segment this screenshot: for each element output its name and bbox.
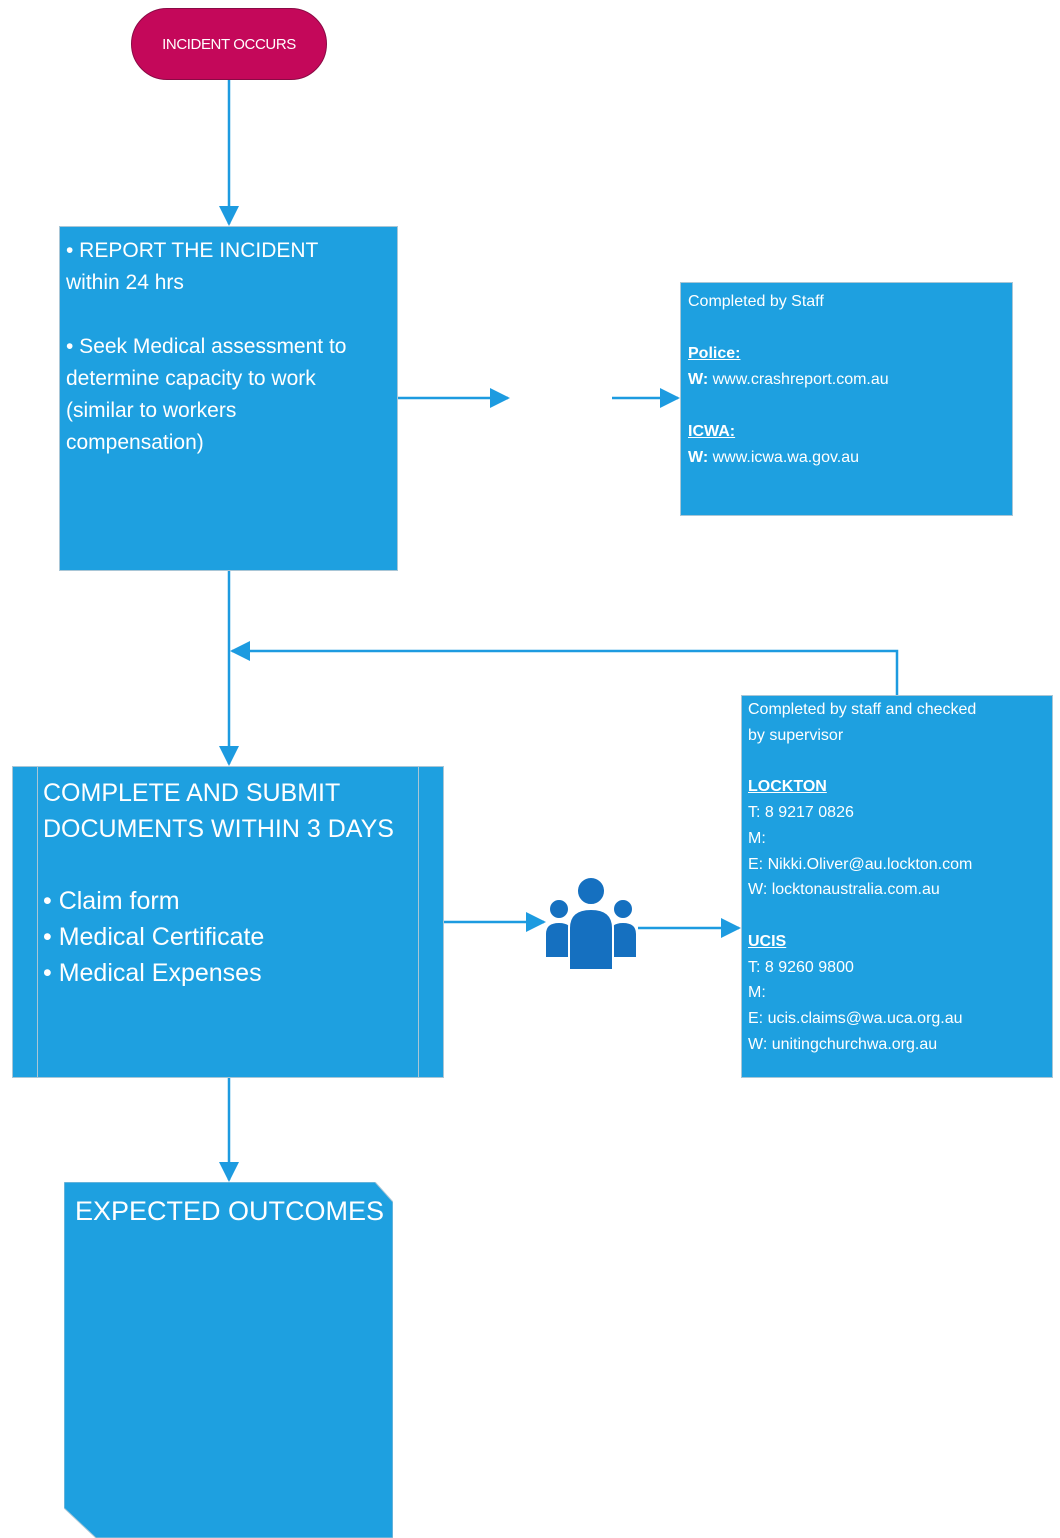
lockton-web[interactable]: W: locktonaustralia.com.au bbox=[748, 881, 940, 899]
lockton-mobile: M: bbox=[748, 829, 766, 847]
report-line: • REPORT THE INCIDENT bbox=[66, 239, 319, 262]
contacts-title-line: Completed by staff and checked bbox=[748, 701, 977, 718]
docs-item: • Medical Certificate bbox=[43, 923, 265, 951]
docs-title-line: COMPLETE AND SUBMIT bbox=[43, 779, 341, 807]
police-web-link[interactable]: www.crashreport.com.au bbox=[712, 371, 889, 388]
docs-left-rule bbox=[37, 767, 38, 1077]
people-group-icon bbox=[544, 876, 638, 971]
arrow-contacts-feedback bbox=[230, 641, 899, 695]
docs-title-line: DOCUMENTS WITHIN 3 DAYS bbox=[43, 815, 394, 843]
lockton-phone: T: 8 9217 0826 bbox=[748, 804, 854, 822]
ucis-mobile: M: bbox=[748, 984, 766, 1002]
lockton-heading: LOCKTON bbox=[748, 778, 827, 796]
insurer-contacts-box: Completed by staff and checked by superv… bbox=[741, 695, 1053, 1078]
police-heading: Police: bbox=[688, 345, 741, 362]
ucis-email[interactable]: E: ucis.claims@wa.uca.org.au bbox=[748, 1010, 963, 1028]
report-line: within 24 hrs bbox=[66, 271, 184, 294]
start-label: INCIDENT OCCURS bbox=[162, 35, 296, 53]
lockton-email[interactable]: E: Nikki.Oliver@au.lockton.com bbox=[748, 855, 973, 873]
police-web-label: W: bbox=[688, 371, 709, 388]
docs-right-rule bbox=[418, 767, 419, 1077]
docs-item: • Claim form bbox=[43, 887, 180, 915]
police-box-title: Completed by Staff bbox=[688, 293, 824, 310]
ucis-heading: UCIS bbox=[748, 932, 787, 950]
ucis-web[interactable]: W: unitingchurchwa.org.au bbox=[748, 1035, 938, 1053]
report-line: determine capacity to work bbox=[66, 367, 316, 390]
report-incident-box: • REPORT THE INCIDENT within 24 hrs • Se… bbox=[59, 226, 398, 571]
icwa-web-label: W: bbox=[688, 449, 709, 466]
report-line: • Seek Medical assessment to bbox=[66, 335, 347, 358]
icwa-web-link[interactable]: www.icwa.wa.gov.au bbox=[712, 449, 860, 466]
start-terminator: INCIDENT OCCURS bbox=[131, 8, 327, 80]
ucis-phone: T: 8 9260 9800 bbox=[748, 958, 854, 976]
report-line: compensation) bbox=[66, 431, 204, 454]
docs-item: • Medical Expenses bbox=[43, 959, 262, 987]
outcome-label: EXPECTED OUTCOMES bbox=[75, 1196, 385, 1226]
police-icwa-box: Completed by Staff Police: W: www.crashr… bbox=[680, 282, 1013, 516]
contacts-title-line: by supervisor bbox=[748, 726, 844, 744]
outcome-shape bbox=[64, 1182, 393, 1538]
submit-documents-box: COMPLETE AND SUBMIT DOCUMENTS WITHIN 3 D… bbox=[12, 766, 444, 1078]
report-line: (similar to workers bbox=[66, 399, 237, 422]
icwa-heading: ICWA: bbox=[688, 423, 736, 440]
expected-outcomes-box: EXPECTED OUTCOMES bbox=[64, 1182, 393, 1538]
